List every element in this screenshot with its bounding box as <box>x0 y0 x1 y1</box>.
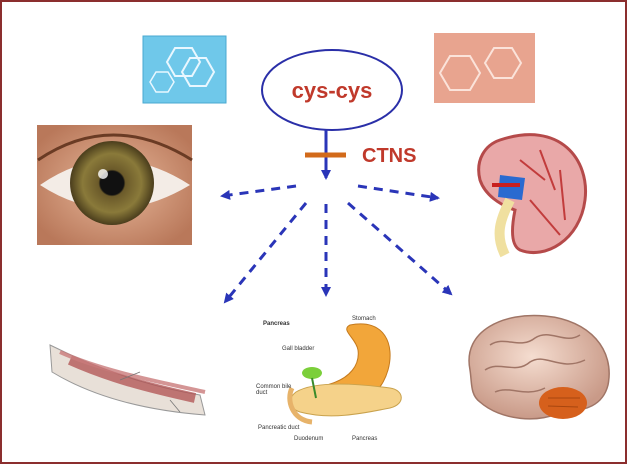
pancreas-image <box>290 324 401 422</box>
ctns-label: CTNS <box>362 145 416 168</box>
common-bile-duct-label: Common bile duct <box>256 384 294 396</box>
muscle-image <box>50 345 205 415</box>
eye-image <box>37 125 192 245</box>
arrow-to-muscle <box>225 203 306 302</box>
duodenum-label: Duodenum <box>294 436 323 442</box>
stomach-label: Stomach <box>352 316 376 322</box>
pancreas-title: Pancreas <box>263 321 290 327</box>
kidney-image <box>479 135 586 255</box>
pancreas-label: Pancreas <box>352 436 377 442</box>
dashed-arrows <box>222 186 451 302</box>
arrow-to-kidney <box>358 186 438 198</box>
pancreatic-duct-label: Pancreatic duct <box>258 425 299 431</box>
gall-bladder-label: Gall bladder <box>282 346 314 352</box>
arrow-to-eye <box>222 186 296 196</box>
arrow-to-brain <box>348 203 451 294</box>
brain-image <box>469 315 609 419</box>
crystal-image-pink <box>434 33 535 103</box>
cys-cys-label: cys-cys <box>262 78 402 104</box>
crystal-image-blue <box>143 36 226 103</box>
